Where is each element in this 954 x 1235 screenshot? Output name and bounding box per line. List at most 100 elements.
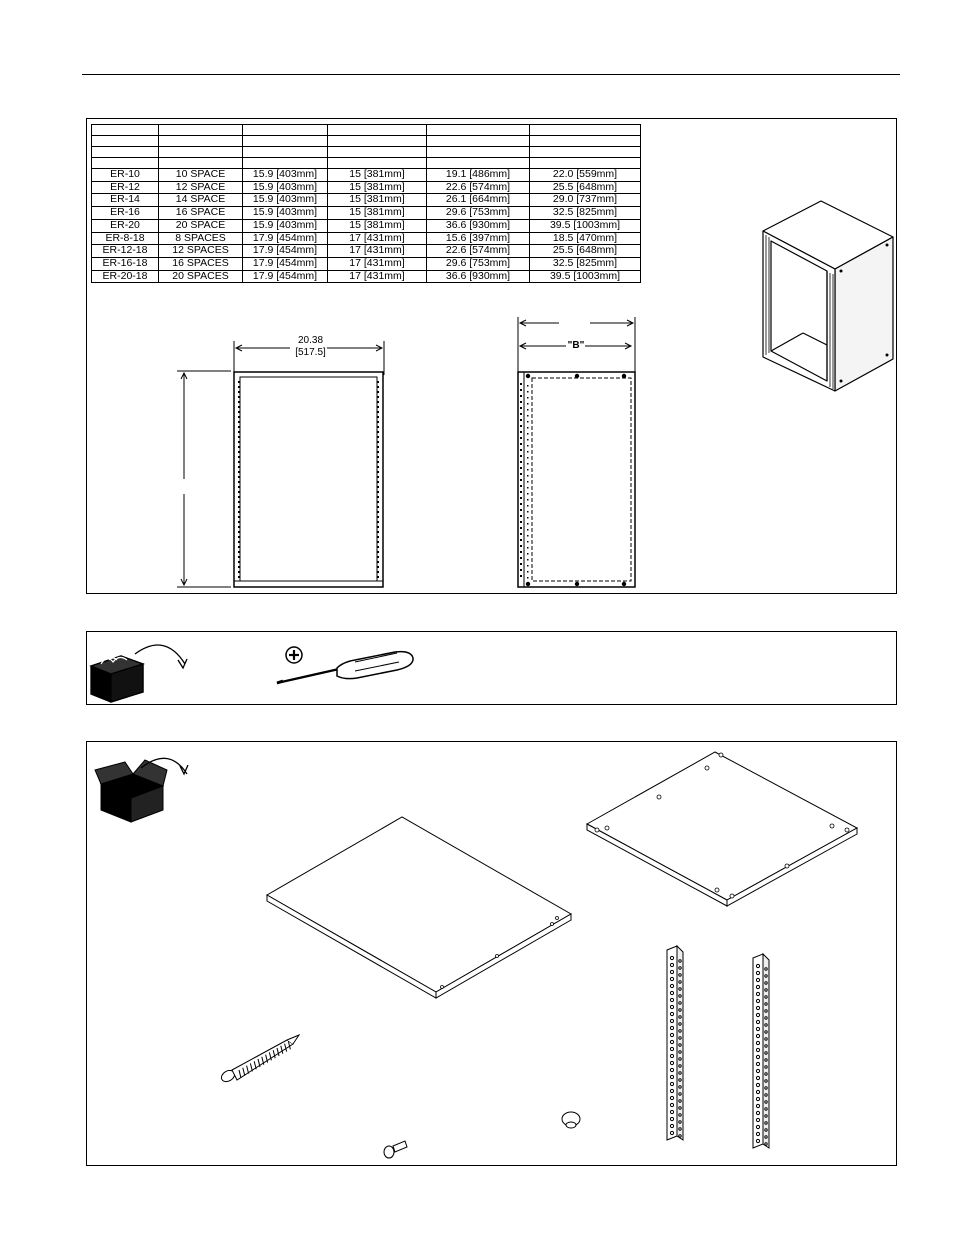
rail-hole (527, 523, 529, 525)
screw-thread (276, 1047, 280, 1057)
rail-hole (377, 476, 379, 478)
rail-hole (764, 1135, 768, 1139)
spec-header-row (91, 146, 641, 158)
rail-hole (238, 461, 240, 463)
rail-hole (755, 963, 761, 969)
rail-hole (755, 1082, 761, 1088)
rail-hole (238, 401, 240, 403)
rail-hole (238, 486, 240, 488)
rail-hole (377, 451, 379, 453)
rail-hole (520, 533, 522, 535)
rail-hole (238, 566, 240, 568)
rail-hole (669, 1130, 675, 1136)
rail-hole (678, 973, 682, 977)
rail-hole (377, 471, 379, 473)
rail-hole (238, 396, 240, 398)
rail-hole (238, 496, 240, 498)
screw-thread (272, 1050, 276, 1059)
rail-hole (755, 1005, 761, 1011)
rail-hole (527, 535, 529, 537)
rail-hole (520, 425, 522, 427)
spec-header-row (91, 124, 641, 136)
rail-hole (520, 491, 522, 493)
rail-hole (678, 1071, 682, 1075)
rail-hole (238, 526, 240, 528)
rail-hole (520, 455, 522, 457)
rail-hole (764, 1100, 768, 1104)
screw-thread (261, 1056, 265, 1065)
rail-hole (669, 1039, 675, 1045)
rail-hole (377, 556, 379, 558)
rail-hole (520, 467, 522, 469)
rail-hole (238, 481, 240, 483)
rail-hole (678, 1022, 682, 1026)
rail-hole (520, 497, 522, 499)
rail-hole (669, 976, 675, 982)
rail-hole (669, 1004, 675, 1010)
rail-hole (520, 563, 522, 565)
rail-hole (755, 1012, 761, 1018)
rail-hole (238, 571, 240, 573)
rail-hole (764, 1058, 768, 1062)
rail-hole (669, 1032, 675, 1038)
rail-hole (669, 1011, 675, 1017)
front-width-inches: 20.38 (297, 335, 324, 346)
rail-hole (669, 969, 675, 975)
rail-hole (238, 531, 240, 533)
rail-hole (238, 516, 240, 518)
rail-hole (669, 1081, 675, 1087)
rail-hole (377, 576, 379, 578)
rail-hole (527, 427, 529, 429)
rail-hole (520, 443, 522, 445)
front-view-drawing (177, 341, 385, 588)
screw-thread (253, 1061, 257, 1070)
rail-hole (764, 1037, 768, 1041)
wood-screw (220, 1033, 301, 1083)
rail-hole (678, 1036, 682, 1040)
rail-hole (669, 1109, 675, 1115)
rail-hole (527, 505, 529, 507)
rail-hole (520, 527, 522, 529)
rail-hole (527, 421, 529, 423)
rail-hole (527, 577, 529, 579)
rail-hole (527, 397, 529, 399)
rail-hole (377, 526, 379, 528)
rail-hole (377, 561, 379, 563)
rail-hole (238, 521, 240, 523)
header-rule (82, 74, 900, 75)
rail-hole (377, 406, 379, 408)
rail-hole (669, 1102, 675, 1108)
rack-rail (666, 944, 684, 1141)
rail-hole (764, 1079, 768, 1083)
rail-hole (238, 546, 240, 548)
rail-hole (238, 471, 240, 473)
rail-hole (238, 451, 240, 453)
rail-hole (520, 449, 522, 451)
toolbox-icon (89, 644, 188, 703)
rail-hole (377, 521, 379, 523)
rail-hole (527, 457, 529, 459)
rail-hole (377, 381, 379, 383)
rail-hole (527, 529, 529, 531)
rail-hole (377, 416, 379, 418)
side-view-drawing (517, 317, 636, 588)
rail-hole (527, 553, 529, 555)
rail-hole (520, 479, 522, 481)
rail-hole (764, 1093, 768, 1097)
rail-hole (527, 487, 529, 489)
rail-hole (678, 1015, 682, 1019)
rail-hole (669, 1095, 675, 1101)
rail-hole (238, 561, 240, 563)
rail-hole (377, 486, 379, 488)
rail-hole (377, 511, 379, 513)
rail-hole (764, 1142, 768, 1146)
rail-hole (755, 1075, 761, 1081)
rail-hole (527, 481, 529, 483)
rail-hole (520, 473, 522, 475)
